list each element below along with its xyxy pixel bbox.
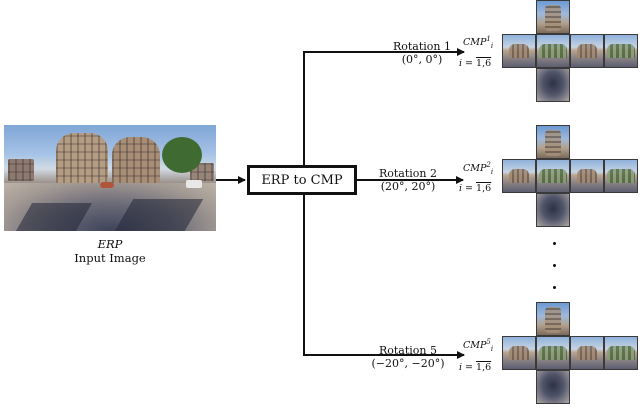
cmp-2-face-back <box>604 159 638 193</box>
cubemap-image-5 <box>502 302 642 407</box>
rotation-2-name: Rotation 2 <box>378 167 438 180</box>
rotation-1-label: Rotation 1 (0°, 0°) <box>374 40 470 66</box>
rotation-1-angles: (0°, 0°) <box>401 53 443 66</box>
building-left <box>56 133 108 185</box>
cmp-5-label: CMP5i <box>463 338 494 354</box>
cmp-1-face-top <box>536 0 570 34</box>
input-title: ERP <box>97 237 123 251</box>
cmp-1-face-bottom <box>536 68 570 102</box>
erp-to-cmp-label: ERP to CMP <box>261 172 343 188</box>
cmp-2-face-bottom <box>536 193 570 227</box>
erp-to-cmp-box: ERP to CMP <box>247 165 357 195</box>
cmp-5-face-top <box>536 302 570 336</box>
rotation-2-angles: (20°, 20°) <box>380 180 436 193</box>
cmp-1-face-back <box>604 34 638 68</box>
cmp-2-face-left <box>502 159 536 193</box>
cmp-5-face-front <box>536 336 570 370</box>
cubemap-image-2 <box>502 125 642 230</box>
tree <box>162 137 202 173</box>
rotation-2-label: Rotation 2 (20°, 20°) <box>360 167 456 193</box>
cmp-5-face-right <box>570 336 604 370</box>
cmp-2-index: i = 1,6 <box>459 183 492 194</box>
cmp-2-face-top <box>536 125 570 159</box>
parked-car <box>186 180 202 188</box>
cubemap-image-1 <box>502 0 642 105</box>
cmp-5-face-back <box>604 336 638 370</box>
cmp-5-index: i = 1,6 <box>459 362 492 373</box>
cmp-1-face-left <box>502 34 536 68</box>
cmp-2-label: CMP2i <box>463 161 494 177</box>
rotation-1-name: Rotation 1 <box>392 40 452 53</box>
cmp-2-face-front <box>536 159 570 193</box>
rotation-5-name: Rotation 5 <box>378 344 438 357</box>
cmp-1-face-front <box>536 34 570 68</box>
cmp-5-face-left <box>502 336 536 370</box>
cmp-1-index: i = 1,6 <box>459 58 492 69</box>
erp-panorama-image <box>4 125 216 231</box>
cmp-2-face-right <box>570 159 604 193</box>
building-far-left <box>8 159 34 181</box>
ellipsis-dot-3 <box>553 286 556 289</box>
cmp-1-face-right <box>570 34 604 68</box>
input-subtitle: Input Image <box>74 251 146 265</box>
ellipsis-dot-1 <box>553 242 556 245</box>
flower-bed <box>100 182 114 188</box>
building-right <box>112 137 160 185</box>
cmp-1-label: CMP1i <box>463 35 494 51</box>
ellipsis-dot-2 <box>553 264 556 267</box>
cmp-5-face-bottom <box>536 370 570 404</box>
rotation-5-label: Rotation 5 (−20°, −20°) <box>360 344 456 370</box>
rotation-5-angles: (−20°, −20°) <box>371 357 445 370</box>
